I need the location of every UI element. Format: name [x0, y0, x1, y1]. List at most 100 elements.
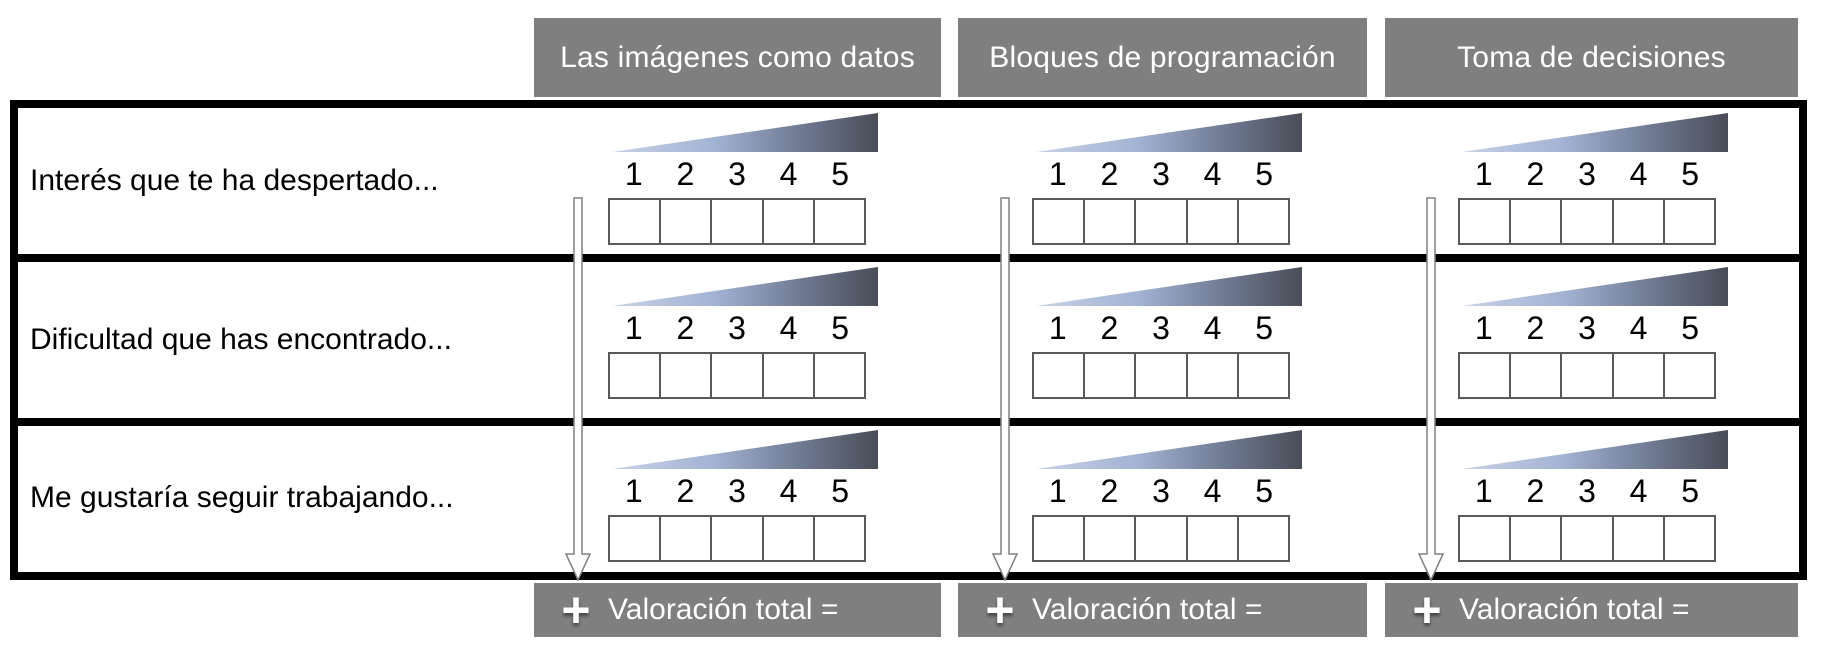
rating-checkbox[interactable] — [1083, 517, 1134, 560]
scale-number: 1 — [624, 310, 643, 346]
scale-number: 4 — [1203, 310, 1222, 346]
scale-number: 4 — [779, 156, 798, 192]
scale-number: 3 — [728, 156, 746, 192]
rating-checkbox[interactable] — [1560, 517, 1611, 560]
rating-checkbox[interactable] — [1460, 517, 1509, 560]
rating-checkbox[interactable] — [761, 200, 813, 243]
scale-number: 5 — [831, 473, 850, 509]
rating-checkbox[interactable] — [1134, 517, 1185, 560]
scale-number: 1 — [1048, 473, 1067, 509]
rating-checkbox[interactable] — [1134, 200, 1185, 243]
rating-checkbox[interactable] — [1083, 200, 1134, 243]
total-bar-imagenes: + Valoración total = — [534, 583, 941, 637]
row-label-dificultad: Dificultad que has encontrado... — [30, 323, 452, 356]
rating-checkbox[interactable] — [710, 200, 761, 243]
rating-checkbox[interactable] — [1611, 354, 1663, 397]
rating-checkbox[interactable] — [659, 354, 710, 397]
scale-number: 4 — [779, 473, 798, 509]
scale-number: 3 — [1578, 473, 1596, 509]
scale-number: 4 — [1203, 156, 1222, 192]
scale-number: 3 — [728, 473, 746, 509]
rating-checkbox[interactable] — [1460, 354, 1509, 397]
down-arrow-icon — [1418, 197, 1444, 582]
rating-checkbox[interactable] — [1236, 517, 1288, 560]
rating-checkbox[interactable] — [812, 517, 864, 560]
plus-icon: + — [561, 582, 591, 638]
plus-icon: + — [1412, 582, 1442, 638]
scale-number: 2 — [1100, 156, 1119, 192]
scale-number: 5 — [831, 310, 850, 346]
scale-number: 5 — [1681, 310, 1700, 346]
rating-checkbox[interactable] — [1611, 517, 1663, 560]
rating-checkbox[interactable] — [1185, 200, 1237, 243]
rating-checkbox[interactable] — [610, 517, 659, 560]
rating-checkbox[interactable] — [1236, 200, 1288, 243]
scale-number: 1 — [1048, 310, 1067, 346]
rating-checkbox[interactable] — [1509, 354, 1560, 397]
scale-number: 2 — [1100, 473, 1119, 509]
scale-number: 2 — [676, 156, 695, 192]
rating-checkbox[interactable] — [1611, 200, 1663, 243]
rating-checkbox[interactable] — [1034, 517, 1083, 560]
rating-checkbox-row — [1032, 198, 1290, 245]
row-label-interes: Interés que te ha despertado... — [30, 164, 439, 197]
rating-checkbox-row — [1032, 515, 1290, 562]
scale-number: 4 — [779, 310, 798, 346]
rating-checkbox[interactable] — [710, 517, 761, 560]
rating-checkbox[interactable] — [1460, 200, 1509, 243]
scale-number: 3 — [1152, 473, 1170, 509]
rating-checkbox-row — [1458, 515, 1716, 562]
rating-checkbox[interactable] — [812, 354, 864, 397]
rating-checkbox[interactable] — [1662, 354, 1714, 397]
scale-number: 2 — [1100, 310, 1119, 346]
row-label-gustaria: Me gustaría seguir trabajando... — [30, 481, 454, 514]
rating-checkbox[interactable] — [1034, 354, 1083, 397]
rating-checkbox[interactable] — [1509, 200, 1560, 243]
rating-checkbox[interactable] — [1662, 200, 1714, 243]
row-divider — [18, 254, 1799, 262]
row-divider — [18, 418, 1799, 426]
rating-checkbox[interactable] — [659, 517, 710, 560]
scale-number: 1 — [1474, 156, 1493, 192]
rating-checkbox[interactable] — [1560, 200, 1611, 243]
scale-number: 3 — [1152, 310, 1170, 346]
rating-checkbox[interactable] — [610, 200, 659, 243]
scale-number: 5 — [831, 156, 850, 192]
rating-checkbox[interactable] — [1185, 517, 1237, 560]
rating-checkbox[interactable] — [1509, 517, 1560, 560]
rating-checkbox[interactable] — [1185, 354, 1237, 397]
column-header-decisiones: Toma de decisiones — [1385, 18, 1798, 97]
rating-checkbox[interactable] — [610, 354, 659, 397]
rating-checkbox[interactable] — [761, 354, 813, 397]
rating-checkbox[interactable] — [1134, 354, 1185, 397]
scale-number: 3 — [1578, 310, 1596, 346]
scale-number: 3 — [1152, 156, 1170, 192]
rating-checkbox[interactable] — [761, 517, 813, 560]
rating-checkbox[interactable] — [710, 354, 761, 397]
scale-number: 2 — [676, 310, 695, 346]
rating-checkbox[interactable] — [1662, 517, 1714, 560]
total-bar-bloques: + Valoración total = — [958, 583, 1367, 637]
rating-checkbox[interactable] — [1083, 354, 1134, 397]
scale-number: 1 — [1474, 310, 1493, 346]
scale-number: 4 — [1203, 473, 1222, 509]
rating-checkbox[interactable] — [1034, 200, 1083, 243]
scale-number: 1 — [1048, 156, 1067, 192]
total-bar-decisiones: + Valoración total = — [1385, 583, 1798, 637]
rating-checkbox[interactable] — [812, 200, 864, 243]
scale-number: 3 — [1578, 156, 1596, 192]
rating-checkbox-row — [608, 198, 866, 245]
rating-checkbox[interactable] — [1560, 354, 1611, 397]
rating-checkbox[interactable] — [659, 200, 710, 243]
scale-number: 3 — [728, 310, 746, 346]
scale-number: 1 — [1474, 473, 1493, 509]
rating-checkbox[interactable] — [1236, 354, 1288, 397]
